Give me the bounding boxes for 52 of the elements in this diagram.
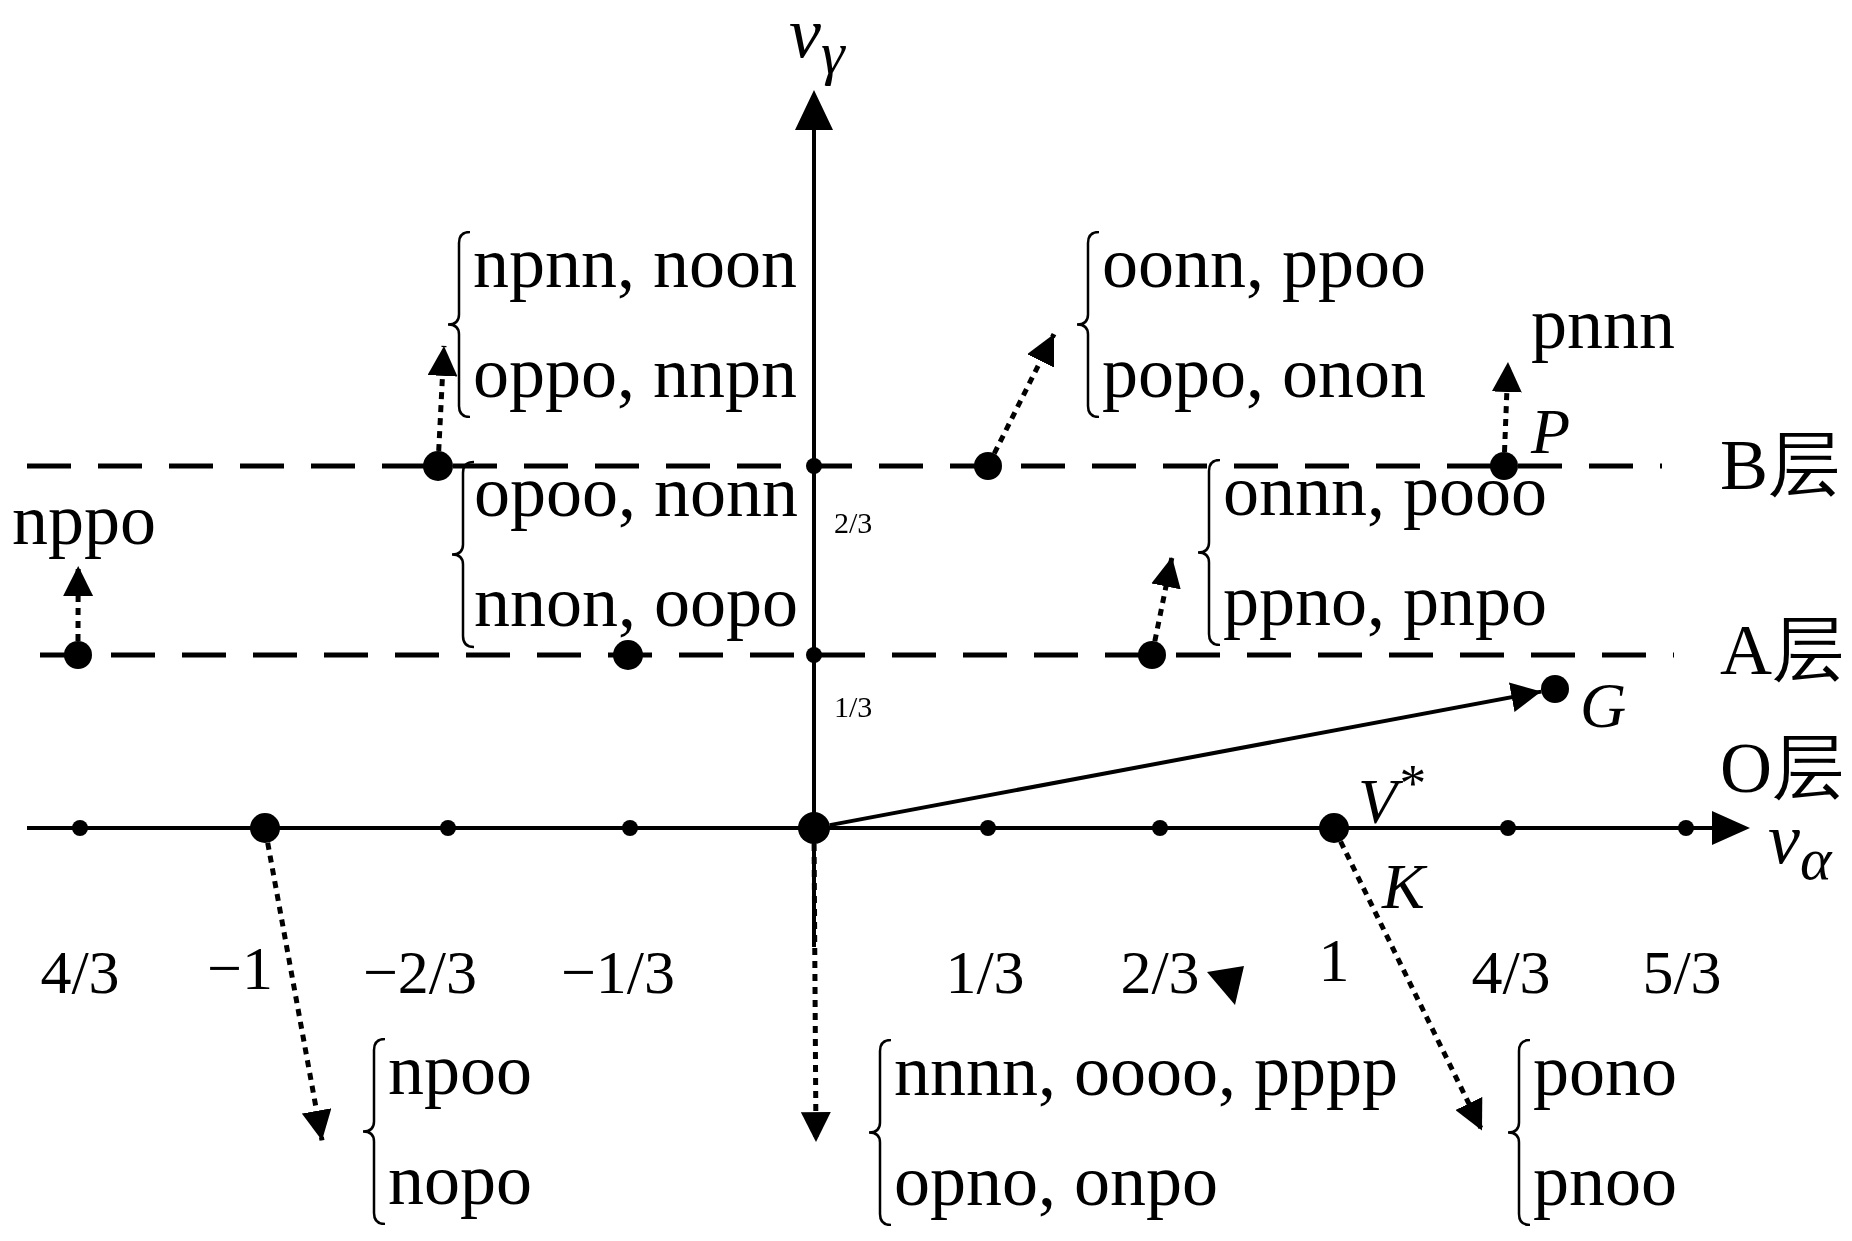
axis-label: v$_{α}$ [1768, 803, 1832, 889]
state-text: npnn, noon [473, 222, 797, 305]
tick-label: 1 [1318, 925, 1350, 995]
state-text: pnnn [1531, 284, 1675, 364]
tick-label: 1/3 [945, 937, 1025, 1007]
state-text: opoo, nonn [474, 453, 798, 533]
dotted-arrow [1338, 840, 1485, 1132]
dotted-arrow [265, 842, 332, 1141]
state-text: nppo [12, 480, 156, 560]
state-text: opno, onpo [894, 1140, 1219, 1223]
dot-icon [798, 812, 830, 844]
tick-label: 2/3 [834, 505, 873, 539]
point-label: V$^{*}$ [1358, 752, 1424, 838]
state-text: nnnn, oooo, pppp [894, 1030, 1398, 1113]
tick-label: 4/3 [1471, 937, 1551, 1007]
state-text: popo, onon [1102, 332, 1426, 415]
dot-icon [1490, 452, 1518, 480]
state-text: nopo [388, 1139, 532, 1222]
state-text: ppno, pnpo [1223, 560, 1547, 643]
tick-label: 1/3 [834, 689, 873, 723]
dot-icon [613, 640, 643, 670]
dot-icon [423, 451, 453, 481]
tick-label: −1 [207, 933, 273, 1003]
state-text: oonn, ppoo [1102, 222, 1426, 305]
dot-icon [64, 641, 92, 669]
dot-icon [250, 813, 280, 843]
tick-label: −1/3 [560, 937, 676, 1007]
state-text: npoo [388, 1029, 532, 1112]
layer-label: O层 [1720, 732, 1844, 804]
state-text: pnoo [1533, 1140, 1677, 1223]
layer-label: A层 [1720, 614, 1844, 686]
dot-icon [974, 452, 1002, 480]
dotted-arrow [1151, 556, 1181, 642]
dotted-arrow [800, 844, 831, 1143]
dotted-arrow [992, 332, 1057, 455]
point-label: P [1531, 397, 1571, 467]
point-label: G [1580, 671, 1627, 741]
state-text: pono [1533, 1030, 1677, 1113]
dot-icon [1319, 813, 1349, 843]
dot-icon [1541, 675, 1569, 703]
state-text: nnon, oopo [474, 563, 798, 643]
tick-label: −2/3 [362, 937, 478, 1007]
tick-label: 4/3 [40, 937, 120, 1007]
dot-icon [1138, 641, 1166, 669]
layer-label: B层 [1720, 429, 1841, 501]
tick-label: 2/3 [1120, 937, 1200, 1007]
arrow [829, 682, 1542, 828]
dotted-arrow [63, 566, 94, 641]
dotted-arrow [1491, 361, 1522, 453]
state-text: oppo, nnpn [473, 332, 797, 415]
tick-label: 5/3 [1642, 937, 1722, 1007]
dotted-arrow [427, 345, 458, 452]
